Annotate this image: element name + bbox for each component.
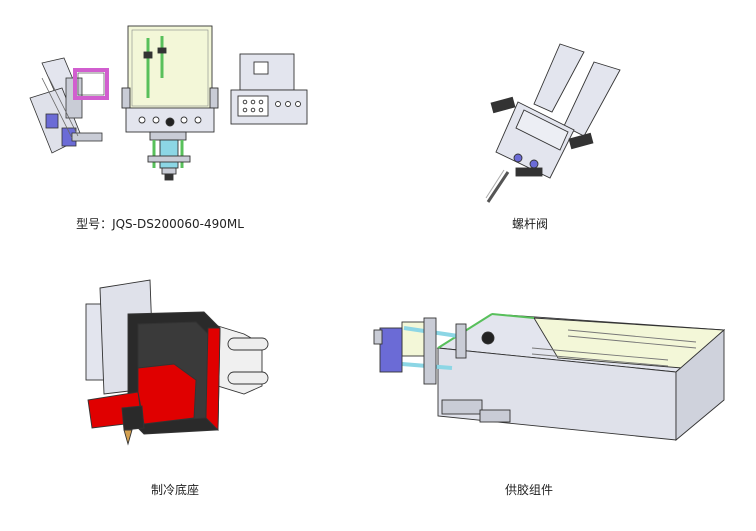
- caption-machine: 型号：JQS-DS200060-490ML: [76, 217, 244, 231]
- machine-figure: [22, 18, 322, 188]
- glue-supply-drawing: [373, 313, 726, 441]
- screw-valve-drawing: [485, 43, 621, 203]
- cooling-base-drawing: [85, 279, 269, 446]
- caption-cooling-base: 制冷底座: [150, 483, 200, 497]
- caption-glue-supply: 供胶组件: [504, 483, 554, 497]
- main-cabinet: [121, 25, 219, 181]
- caption-screw-valve: 螺杆阀: [511, 217, 549, 231]
- side-arm: [29, 57, 103, 154]
- machine-drawing: [29, 25, 308, 181]
- glue-supply-figure: [372, 300, 728, 445]
- cooling-base-figure: [78, 268, 273, 458]
- screw-valve-figure: [474, 40, 634, 210]
- controller-box: [230, 53, 308, 125]
- magenta-frame: [73, 68, 109, 100]
